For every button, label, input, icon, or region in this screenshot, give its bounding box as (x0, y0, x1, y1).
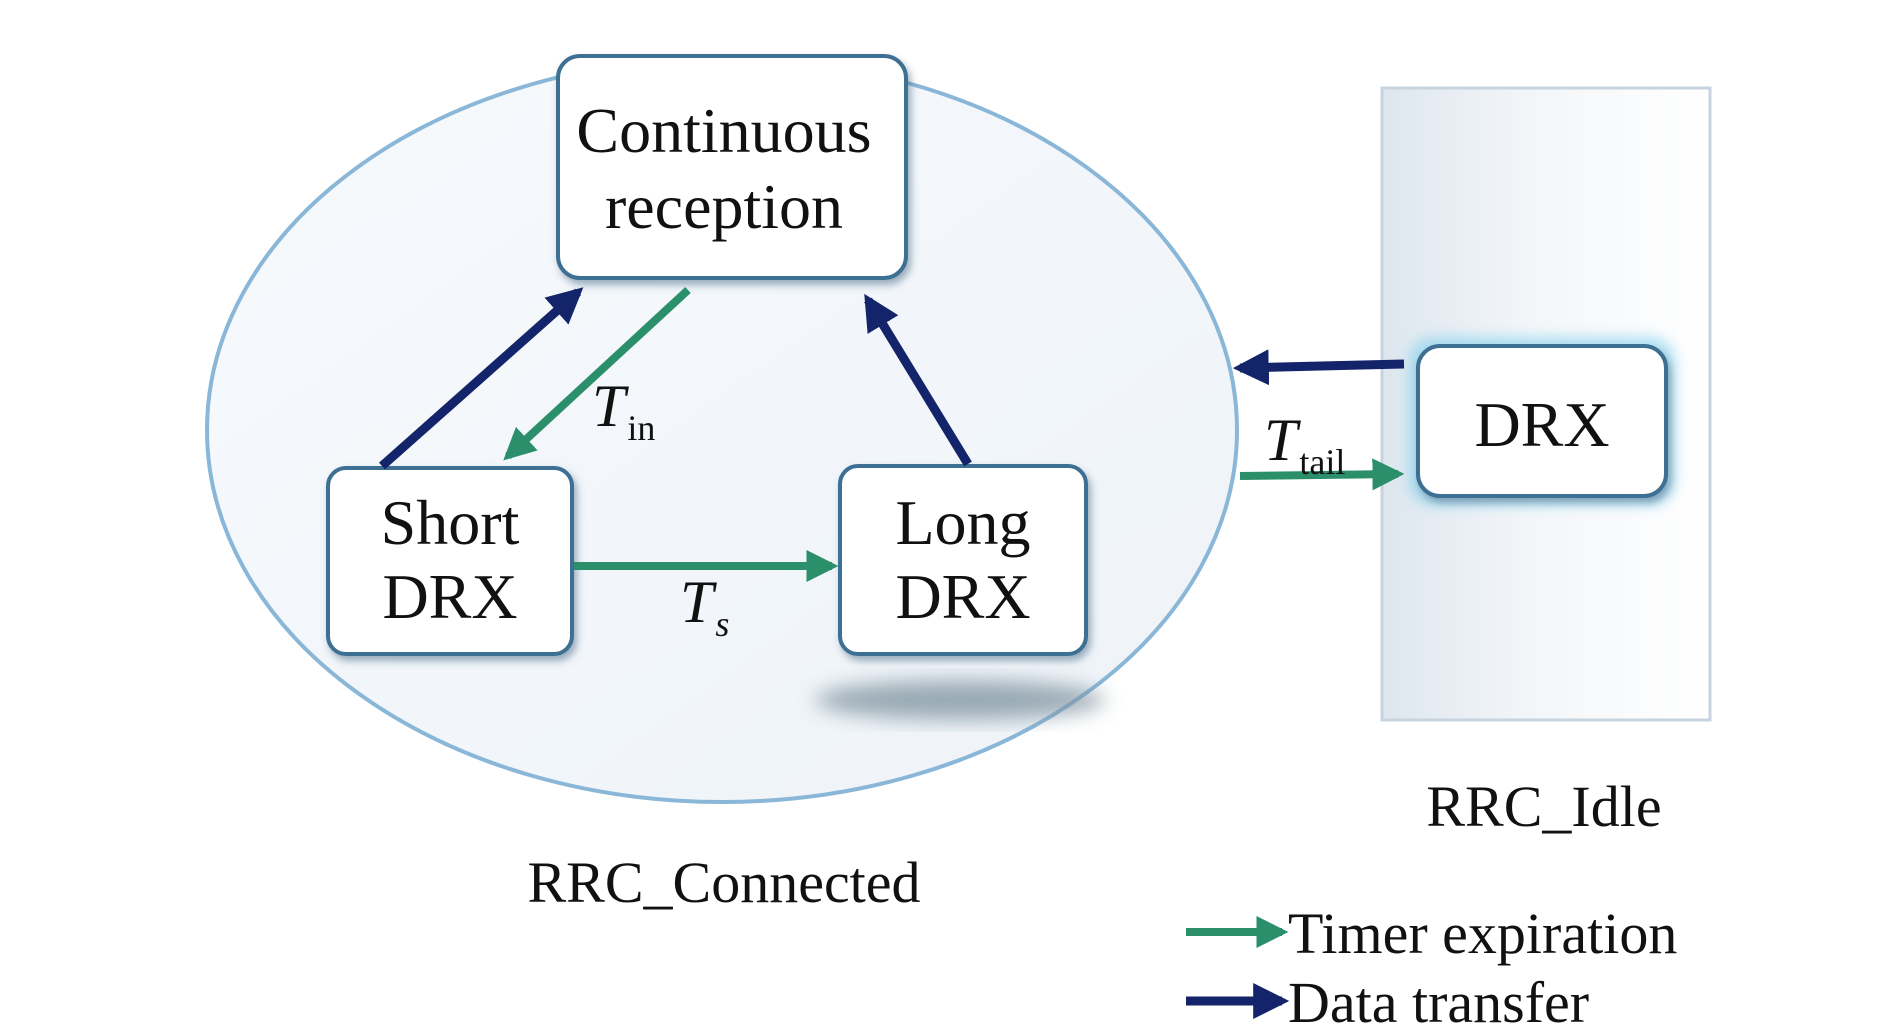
arrow-short-to-continuous (379, 287, 584, 470)
arrow-continuous-to-short-tin (503, 287, 691, 461)
legend-timer-expiration-label: Timer expiration (1288, 901, 1677, 966)
continuous-reception-state: Continuous reception (556, 54, 908, 280)
arrow-idle-to-connected (1232, 349, 1405, 386)
long-drx-shadow (815, 680, 1105, 720)
arrow-connected-to-idle-ttail (1239, 458, 1405, 491)
long-drx-label-line2: DRX (895, 561, 1030, 632)
timer-label-t-in: Tin (592, 373, 655, 448)
continuous-reception-label-line1: Continuous (576, 95, 871, 166)
timer-label-t-tail: Ttail (1264, 407, 1345, 482)
short-drx-label-line1: Short (381, 487, 520, 558)
short-drx-label-line2: DRX (382, 561, 517, 632)
arrow-long-to-continuous (864, 293, 972, 467)
long-drx-box (838, 464, 1088, 656)
rrc-connected-label: RRC_Connected (527, 850, 920, 915)
legend: Timer expiration Data transfer (1186, 901, 1677, 1035)
long-drx-label-line1: Long (895, 487, 1030, 558)
rrc-idle-label: RRC_Idle (1426, 774, 1661, 839)
short-drx-state: Short DRX (326, 466, 574, 656)
continuous-reception-box (556, 54, 908, 280)
idle-drx-box (1416, 344, 1668, 498)
legend-data-transfer-label: Data transfer (1288, 970, 1589, 1035)
timer-label-t-s: Ts (680, 569, 729, 644)
idle-drx-state: DRX (1408, 336, 1676, 506)
continuous-reception-label-line2: reception (605, 171, 843, 242)
short-drx-box (326, 466, 574, 656)
idle-drx-label: DRX (1474, 389, 1609, 460)
long-drx-state: Long DRX (838, 464, 1088, 656)
